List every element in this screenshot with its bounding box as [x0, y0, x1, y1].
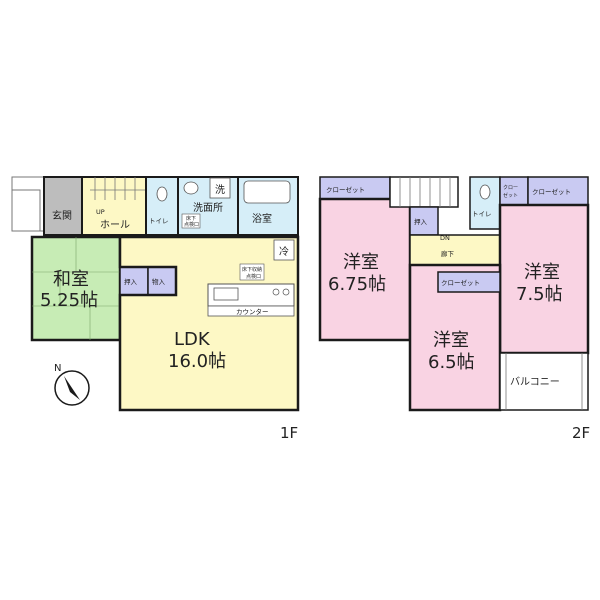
washitsu-name: 和室: [53, 269, 89, 290]
dn-label: DN: [440, 234, 450, 242]
ldk-name: LDK: [174, 329, 211, 350]
toilet-bowl-icon: [156, 186, 168, 202]
washroom-label: 洗面所: [193, 202, 223, 214]
bathtub-icon: [243, 180, 291, 204]
stove-icon-2: [282, 288, 290, 296]
tatami-lines: [32, 237, 120, 340]
washitsu-size: 5.25帖: [40, 290, 98, 311]
closet-small-2: ゼット: [503, 192, 518, 199]
kitchen-under-1: 床下収納: [242, 266, 262, 273]
stairs-2f-lines: [399, 177, 451, 207]
bath-label: 浴室: [252, 212, 272, 225]
compass-needle-icon: [64, 376, 80, 400]
fridge-label: 冷: [279, 245, 289, 258]
hall-up: UP: [96, 208, 105, 216]
oshiire-1f-label: 押入: [124, 277, 138, 286]
stair-2f: [389, 176, 459, 208]
closet-2f-c-label: クローゼット: [532, 187, 571, 196]
compass: N: [54, 363, 90, 406]
kitchen-hatch: [239, 263, 265, 281]
floor-2f-label: 2F: [572, 424, 590, 442]
oshiire-2f: [409, 206, 439, 236]
washer-label: 洗: [215, 184, 225, 196]
balcony-label: バルコニー: [510, 376, 560, 388]
closet-2f-small: [499, 176, 529, 206]
floor-2f: クローゼット 洋室 6.75帖 押入 トイレ DN 廊下 クロー ゼット クロー…: [318, 176, 590, 442]
oshiire-1f: [119, 266, 149, 296]
entrance-label: 玄関: [52, 209, 72, 222]
room-a-name: 洋室: [343, 252, 379, 273]
closet-small-1: クロー: [503, 185, 518, 191]
fridge: [273, 239, 295, 261]
stairs-1f: [90, 177, 146, 200]
wash-basin-icon: [183, 181, 199, 195]
ldk: [118, 235, 300, 412]
kitchen-under-2: 点検口: [246, 273, 261, 280]
room-c-name: 洋室: [524, 262, 560, 283]
room-b-size: 6.5帖: [428, 352, 475, 373]
counter-label: カウンター: [236, 307, 269, 316]
floor-1f-label: 1F: [280, 424, 298, 442]
floor-1f: 玄関 UP ホール トイレ 洗 洗面所 床下 点検口 浴室 和室 5.25帖 押…: [11, 176, 300, 442]
toilet-1f: [145, 176, 179, 236]
toilet-2f-label: トイレ: [472, 210, 492, 218]
closet-2f-b-label-2: クローゼット: [441, 278, 480, 287]
hall-label: ホール: [100, 219, 130, 231]
storage-1f-label: 物入: [152, 277, 166, 286]
ldk-size: 16.0帖: [168, 351, 226, 372]
compass-n: N: [54, 363, 61, 374]
room-c: [498, 203, 590, 355]
corridor: [409, 234, 501, 266]
closet-2f-a-label: クローゼット: [326, 185, 365, 194]
sink-icon: [213, 287, 239, 301]
underfloor-wash-2: 点検口: [184, 221, 199, 228]
porch: [11, 176, 45, 232]
closet-2f-c: [527, 176, 589, 206]
entrance: [43, 176, 83, 236]
counter-bar: [207, 305, 295, 317]
closet-2f-b-overlay: [437, 271, 501, 293]
oshiire-2f-label: 押入: [414, 217, 428, 226]
room-b-name: 洋室: [433, 330, 469, 351]
room-a-size: 6.75帖: [328, 274, 386, 295]
stove-icon: [272, 288, 280, 296]
room-a: [318, 197, 412, 342]
toilet-2f-bowl-icon: [479, 184, 491, 200]
porch-steps: [12, 189, 41, 231]
underfloor-hatch-wash: [181, 213, 201, 229]
underfloor-wash-1: 床下: [186, 215, 196, 222]
balcony-rail: [505, 353, 583, 410]
toilet-1f-label: トイレ: [149, 217, 169, 225]
washer-box: [209, 177, 231, 199]
corridor-label: 廊下: [441, 249, 455, 258]
room-c-size: 7.5帖: [516, 284, 563, 305]
balcony: [499, 352, 589, 411]
